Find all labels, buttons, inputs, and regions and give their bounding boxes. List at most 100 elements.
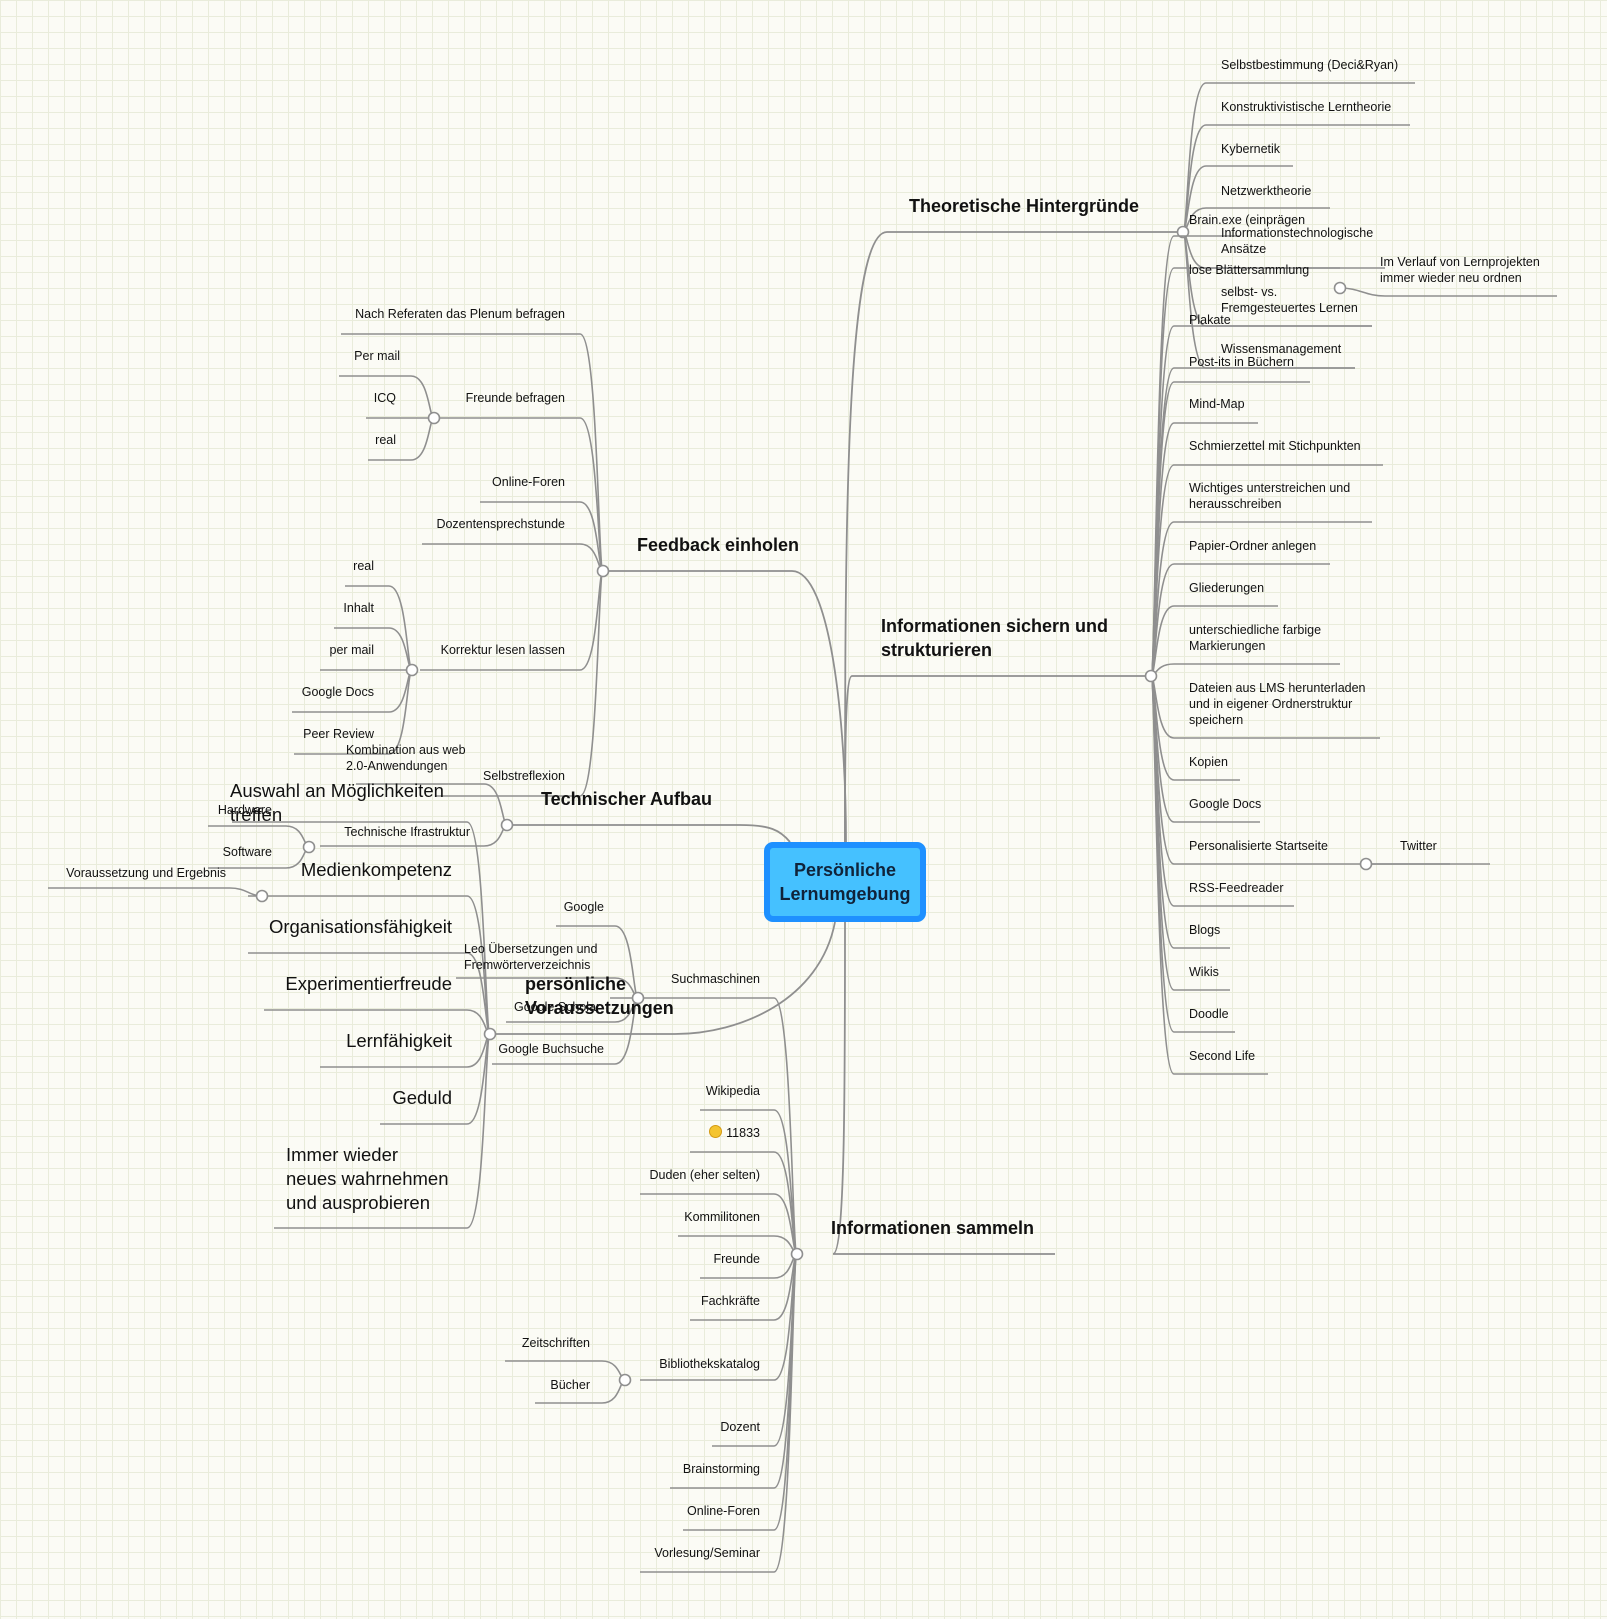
topic-fachkraefte[interactable]: Fachkräfte — [700, 1294, 760, 1308]
topic-zeitschriften[interactable]: Zeitschriften — [521, 1336, 590, 1350]
topic-inhalt[interactable]: Inhalt — [343, 601, 374, 615]
branch-technischer-aufbau[interactable]: Technischer Aufbau — [541, 789, 713, 809]
topic-leo[interactable]: Leo Übersetzungen und Fremwörterverzeich… — [464, 942, 598, 972]
connector-12 — [1182, 231, 1355, 369]
topic-per-mail-korrektur[interactable]: per mail — [329, 643, 374, 657]
connector-72 — [640, 1253, 798, 1573]
topic-kybernetik[interactable]: Kybernetik — [1221, 142, 1281, 156]
collapse-knob[interactable] — [500, 818, 514, 832]
topic-suchmaschinen[interactable]: Suchmaschinen — [671, 972, 760, 986]
topic-google-scholar[interactable]: Google Scholar — [514, 1000, 601, 1014]
connector-14 — [1150, 267, 1340, 677]
topic-farbige-markierungen[interactable]: unterschiedliche farbige Markierungen — [1189, 623, 1322, 653]
topic-geduld[interactable]: Geduld — [392, 1087, 452, 1108]
connector-32 — [1150, 675, 1268, 1075]
topic-kopien[interactable]: Kopien — [1189, 755, 1228, 769]
topic-netzwerktheorie[interactable]: Netzwerktheorie — [1221, 184, 1312, 198]
topic-brain-exe[interactable]: Brain.exe (einprägen — [1189, 213, 1306, 227]
collapse-knob[interactable] — [1359, 857, 1373, 871]
topic-11833[interactable]: 11833 — [630, 1125, 760, 1141]
topic-per-mail[interactable]: Per mail — [354, 349, 400, 363]
topic-kombination-web20[interactable]: Kombination aus web 2.0-Anwendungen — [346, 743, 466, 773]
topic-selbstreflexion[interactable]: Selbstreflexion — [483, 769, 565, 783]
topic-mind-map[interactable]: Mind-Map — [1189, 397, 1245, 411]
topic-korrektur-lesen[interactable]: Korrektur lesen lassen — [440, 643, 565, 657]
topic-blogs[interactable]: Blogs — [1189, 923, 1221, 937]
topic-plenum-befragen[interactable]: Nach Referaten das Plenum befragen — [355, 307, 565, 321]
topic-hardware[interactable]: Hardware — [217, 803, 272, 817]
topic-wissensmanagement[interactable]: Wissensmanagement — [1221, 342, 1342, 356]
topic-wikipedia[interactable]: Wikipedia — [705, 1084, 760, 1098]
topic-freunde-befragen[interactable]: Freunde befragen — [465, 391, 565, 405]
topic-technische-infrastruktur[interactable]: Technische Ifrastruktur — [344, 825, 470, 839]
topic-freunde-sammeln[interactable]: Freunde — [713, 1252, 760, 1266]
topic-immer-wieder-neues[interactable]: Immer wieder neues wahrnehmen und auspro… — [286, 1144, 449, 1213]
branch-informationen-sichern[interactable]: Informationen sichern und strukturieren — [881, 616, 1109, 660]
topic-medienkompetenz[interactable]: Medienkompetenz — [300, 859, 452, 880]
topic-duden[interactable]: Duden (eher selten) — [649, 1168, 760, 1182]
topic-dateien-lms[interactable]: Dateien aus LMS herunterladen und in eig… — [1189, 681, 1366, 727]
topic-online-foren-feedback[interactable]: Online-Foren — [492, 475, 565, 489]
collapse-knob[interactable] — [1176, 225, 1190, 239]
topic-personalisierte-startseite[interactable]: Personalisierte Startseite — [1189, 839, 1328, 853]
collapse-knob[interactable] — [618, 1373, 632, 1387]
topic-lose-blaettersammlung[interactable]: lose Blättersammlung — [1189, 263, 1310, 277]
topic-auswahl-moeglichkeiten[interactable]: Auswahl an Möglichkeiten treffen — [230, 780, 444, 825]
topic-online-foren-sammeln[interactable]: Online-Foren — [687, 1504, 760, 1518]
topic-brainstorming[interactable]: Brainstorming — [682, 1462, 760, 1476]
topic-voraussetzung-ergebnis[interactable]: Voraussetzung und Ergebnis — [66, 866, 226, 880]
branch-persoenliche-voraussetzungen[interactable]: persönliche Voraussetzungen — [525, 974, 674, 1018]
topic-rss-feedreader[interactable]: RSS-Feedreader — [1189, 881, 1284, 895]
collapse-knob[interactable] — [405, 663, 419, 677]
topic-plakate[interactable]: Plakate — [1189, 313, 1231, 327]
topic-kommilitonen[interactable]: Kommilitonen — [684, 1210, 760, 1224]
topic-software[interactable]: Software — [222, 845, 272, 859]
central-topic[interactable]: Persönliche Lernumgebung — [764, 842, 926, 922]
topic-post-its[interactable]: Post-its in Büchern — [1189, 355, 1294, 369]
connector-37 — [480, 501, 604, 572]
topic-selbstbestimmung[interactable]: Selbstbestimmung (Deci&Ryan) — [1221, 58, 1399, 72]
topic-vorlesung-seminar[interactable]: Vorlesung/Seminar — [654, 1546, 760, 1560]
topic-lernfaehigkeit[interactable]: Lernfähigkeit — [346, 1030, 452, 1051]
topic-wikis[interactable]: Wikis — [1189, 965, 1219, 979]
topic-dozentensprechstunde[interactable]: Dozentensprechstunde — [436, 517, 565, 531]
topic-selbst-vs-fremdgesteuert[interactable]: selbst- vs. Fremgesteuertes Lernen — [1221, 285, 1358, 315]
connector-2 — [832, 921, 1055, 1255]
topic-real-freunde[interactable]: real — [375, 433, 396, 447]
topic-informationstechnologische-ansaetze[interactable]: Informationstechnologische Ansätze — [1221, 226, 1374, 256]
collapse-knob[interactable] — [483, 1027, 497, 1041]
topic-konstruktivismus[interactable]: Konstruktivistische Lerntheorie — [1221, 100, 1392, 114]
topic-icq[interactable]: ICQ — [373, 391, 396, 405]
topic-buecher[interactable]: Bücher — [550, 1378, 590, 1392]
branch-informationen-sammeln[interactable]: Informationen sammeln — [831, 1218, 1035, 1238]
topic-google-docs-korrektur[interactable]: Google Docs — [301, 685, 374, 699]
topic-papier-ordner[interactable]: Papier-Ordner anlegen — [1189, 539, 1317, 553]
topic-gliederungen[interactable]: Gliederungen — [1189, 581, 1265, 595]
collapse-knob[interactable] — [1144, 669, 1158, 683]
branch-theoretische-hintergruende[interactable]: Theoretische Hintergründe — [909, 196, 1140, 216]
collapse-knob[interactable] — [1333, 281, 1347, 295]
topic-peer-review[interactable]: Peer Review — [303, 727, 374, 741]
topic-schmierzettel[interactable]: Schmierzettel mit Stichpunkten — [1189, 439, 1361, 453]
topic-unterstreichen[interactable]: Wichtiges unterstreichen und herausschre… — [1189, 481, 1351, 511]
topic-doodle[interactable]: Doodle — [1189, 1007, 1229, 1021]
topic-organisationsfaehigkeit[interactable]: Organisationsfähigkeit — [268, 916, 452, 937]
collapse-knob[interactable] — [255, 889, 269, 903]
topic-google[interactable]: Google — [563, 900, 604, 914]
connector-0 — [844, 231, 1183, 843]
topic-real-korrektur[interactable]: real — [353, 559, 374, 573]
collapse-knob[interactable] — [790, 1247, 804, 1261]
topic-second-life[interactable]: Second Life — [1189, 1049, 1256, 1063]
topic-twitter[interactable]: Twitter — [1400, 839, 1437, 853]
topic-google-docs[interactable]: Google Docs — [1189, 797, 1262, 811]
topic-bibliothekskatalog[interactable]: Bibliothekskatalog — [659, 1357, 760, 1371]
topic-google-buchsuche[interactable]: Google Buchsuche — [498, 1042, 604, 1056]
topic-dozent[interactable]: Dozent — [720, 1420, 760, 1434]
collapse-knob[interactable] — [631, 991, 645, 1005]
topic-experimentierfreude[interactable]: Experimentierfreude — [285, 973, 452, 994]
collapse-knob[interactable] — [302, 840, 316, 854]
branch-feedback-einholen[interactable]: Feedback einholen — [637, 535, 800, 555]
collapse-knob[interactable] — [427, 411, 441, 425]
collapse-knob[interactable] — [596, 564, 610, 578]
topic-im-verlauf-neu-ordnen[interactable]: Im Verlauf von Lernprojekten immer wiede… — [1380, 255, 1540, 285]
